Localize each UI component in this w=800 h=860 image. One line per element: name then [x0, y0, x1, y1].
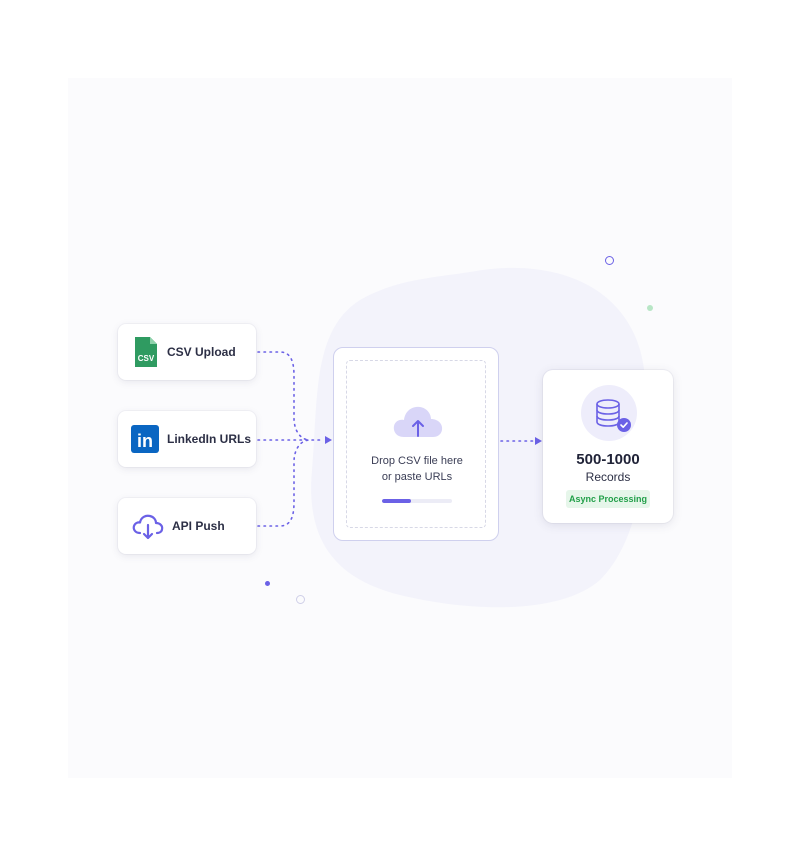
source-card-csv[interactable]: CSV CSV Upload: [118, 324, 256, 380]
dropzone-text-line2: or paste URLs: [381, 471, 453, 483]
decor-dot-green: [647, 305, 653, 311]
upload-progress-bar: [382, 499, 452, 503]
cloud-download-icon: [131, 510, 165, 542]
dropzone-text-line1: Drop CSV file here: [371, 455, 463, 467]
source-label-api: API Push: [172, 519, 225, 533]
result-card: 500-1000 Records Async Processing: [543, 370, 673, 523]
arrow-to-dropzone: [325, 436, 332, 444]
upload-progress-fill: [382, 499, 412, 503]
database-check-icon: [581, 385, 637, 441]
dropzone-dashed-area[interactable]: Drop CSV file here or paste URLs: [346, 360, 486, 528]
decor-dot-purple: [265, 581, 270, 586]
decor-ring-top: [605, 256, 614, 265]
linkedin-icon-text: in: [137, 431, 153, 451]
csv-icon-text: CSV: [138, 354, 155, 363]
arrow-to-result: [535, 437, 542, 445]
records-label: Records: [585, 470, 631, 484]
connector-api: [257, 439, 311, 527]
cloud-upload-icon: [390, 399, 446, 443]
source-card-api[interactable]: API Push: [118, 498, 256, 554]
status-badge: Async Processing: [566, 490, 650, 508]
source-card-linkedin[interactable]: in LinkedIn URLs: [118, 411, 256, 467]
source-label-csv: CSV Upload: [167, 345, 236, 359]
dropzone[interactable]: Drop CSV file here or paste URLs: [333, 347, 499, 541]
records-count: 500-1000: [576, 451, 640, 468]
source-label-linkedin: LinkedIn URLs: [167, 432, 252, 446]
connector-csv: [257, 351, 311, 441]
linkedin-icon: in: [131, 423, 159, 455]
csv-file-icon: CSV: [131, 336, 159, 368]
decor-ring-bottom: [296, 595, 305, 604]
